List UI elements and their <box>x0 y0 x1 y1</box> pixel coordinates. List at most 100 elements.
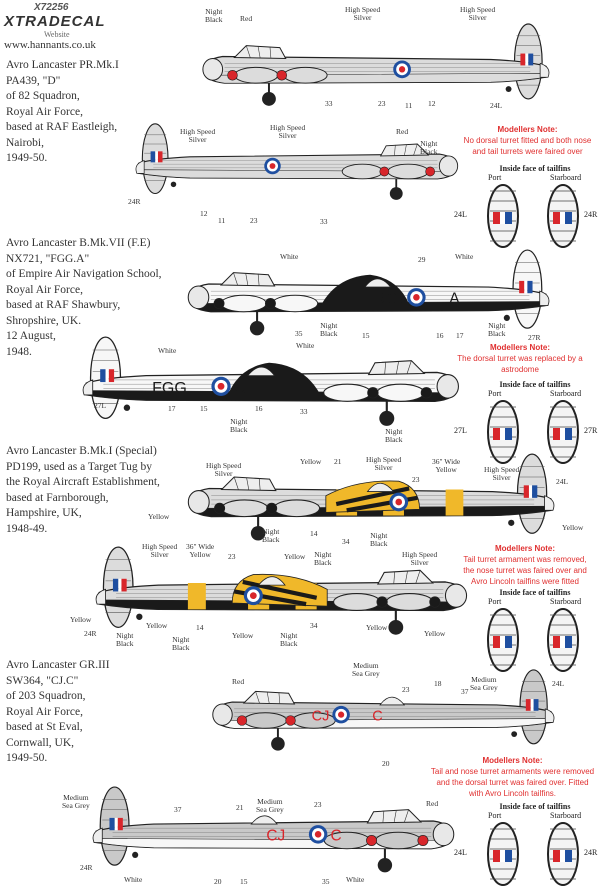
fin-flash-white <box>155 151 158 163</box>
starboard-label: Starboard <box>550 597 582 606</box>
callout-label: 23 <box>412 475 420 484</box>
fin-flash-white <box>105 369 109 383</box>
fins-title: Inside face of tailfins <box>499 802 571 811</box>
note-text: Tail turret armament was removed, the no… <box>463 555 587 586</box>
tail-wheel <box>123 404 131 411</box>
inside-tailfins-2: Inside face of tailfins Port Starboard 2… <box>454 380 600 464</box>
fin-flash-red <box>523 485 529 498</box>
fin-flash-blue <box>100 369 106 383</box>
callout-label: White <box>158 346 177 355</box>
tail-wheel <box>503 314 510 321</box>
lancaster-profile-1 <box>202 23 550 106</box>
fin-flash-white <box>114 817 118 831</box>
xtradecal-logo: X72256 XTRADECAL Website www.hannants.co… <box>4 2 105 51</box>
callout-label: 15 <box>200 404 208 413</box>
fin-flash-blue <box>533 699 539 711</box>
engine-nacelle <box>385 593 434 611</box>
tail-turret <box>95 588 106 605</box>
callout-label: 14 <box>196 623 204 632</box>
note-title: Modellers Note: <box>494 544 555 553</box>
squadron-code-letters: CJ <box>266 828 285 845</box>
callout-label: Medium Sea Grey <box>470 675 498 692</box>
note-title: Modellers Note: <box>482 756 543 765</box>
nose-glazing <box>187 285 210 310</box>
propeller-spinner <box>266 502 278 514</box>
callout-label: Yellow <box>148 512 170 521</box>
callout-label: 24L <box>556 477 569 486</box>
nose-glazing <box>432 822 455 847</box>
callout-label: 21 <box>236 803 244 812</box>
scheme-2-description: Avro Lancaster B.Mk.VII (F.E) NX721, "FG… <box>6 237 162 358</box>
callout-label: High Speed Silver <box>402 550 438 567</box>
callout-label: Yellow <box>300 457 322 466</box>
main-wheel <box>377 857 393 873</box>
engine-nacelle <box>273 499 321 518</box>
engine-nacelle <box>243 712 288 729</box>
callout-label: 24R <box>84 629 97 638</box>
yellow-band <box>187 583 206 610</box>
engine-nacelle <box>341 163 383 180</box>
propeller-spinner <box>276 70 288 81</box>
fin-flash-blue <box>109 817 115 831</box>
tail-turret <box>539 62 550 78</box>
inside-tailfins-1: Inside face of tailfins Port Starboard 2… <box>454 164 600 248</box>
fins-title: Inside face of tailfins <box>499 588 571 597</box>
starboard-label: Starboard <box>550 173 582 182</box>
inside-tailfins-3: Inside face of tailfins Port Starboard <box>470 588 600 672</box>
propeller-spinner <box>214 502 226 514</box>
callout-label: High Speed Silver <box>366 455 402 472</box>
lancaster-profile-6 <box>95 546 468 635</box>
callout-label: 15 <box>362 331 370 340</box>
callout-label: Night Black <box>172 635 190 652</box>
nose-glazing <box>202 57 224 81</box>
website-url[interactable]: www.hannants.co.uk <box>4 39 96 51</box>
callout-label: Medium Sea Grey <box>62 793 90 810</box>
callout-label: 36" Wide Yellow <box>186 542 215 559</box>
fin-flash-white <box>525 53 529 66</box>
tail-wheel <box>136 613 143 620</box>
propeller-spinner <box>417 835 429 846</box>
fin-flash-blue <box>532 485 538 498</box>
port-tailfin <box>487 184 519 248</box>
starboard-decal-number: 24R <box>584 848 598 857</box>
dorsal-dome <box>366 482 395 492</box>
tail-turret <box>544 708 555 723</box>
main-wheel <box>262 92 276 106</box>
callout-label: Red <box>426 799 439 808</box>
callout-label: 35 <box>295 329 303 338</box>
note-text: No dorsal turret fitted and both nose an… <box>463 136 592 156</box>
callout-label: High Speed Silver <box>206 461 242 478</box>
main-wheel <box>379 410 395 426</box>
modellers-note-4: Modellers Note:Tail and nose turret arma… <box>425 755 600 799</box>
engine-nacelle <box>233 66 279 84</box>
callout-label: Night Black <box>370 531 388 548</box>
callout-label: Night Black <box>262 527 280 544</box>
starboard-label: Starboard <box>550 389 582 398</box>
callout-label: High Speed Silver <box>460 5 496 22</box>
lancaster-profile-2 <box>135 123 459 200</box>
scheme-1-description: Avro Lancaster PR.Mk.I PA439, "D" of 82 … <box>6 59 119 164</box>
nose-glazing <box>187 490 210 514</box>
callout-label: Yellow <box>424 629 446 638</box>
engine-nacelle <box>387 163 429 180</box>
callout-label: 15 <box>240 877 248 886</box>
callout-label: 27R <box>528 333 541 342</box>
tail-turret <box>135 159 145 174</box>
starboard-decal-number: 24R <box>584 210 598 219</box>
starboard-decal-number: 27R <box>584 426 598 435</box>
fins-title: Inside face of tailfins <box>499 164 571 173</box>
engine-nacelle <box>333 593 381 611</box>
black-wing-root <box>318 274 412 310</box>
callout-label: 37 <box>461 687 469 696</box>
fin-flash-blue <box>528 53 534 66</box>
callout-label: 29 <box>418 255 426 264</box>
propeller-spinner <box>366 835 378 846</box>
note-text: The dorsal turret was replaced by a astr… <box>457 354 583 374</box>
callout-label: 20 <box>214 877 222 886</box>
propeller-spinner <box>236 715 248 726</box>
callout-label: 27L <box>94 401 107 410</box>
propeller-spinner <box>227 70 238 81</box>
inside-tailfins-4: Inside face of tailfins Port Starboard 2… <box>454 802 600 886</box>
